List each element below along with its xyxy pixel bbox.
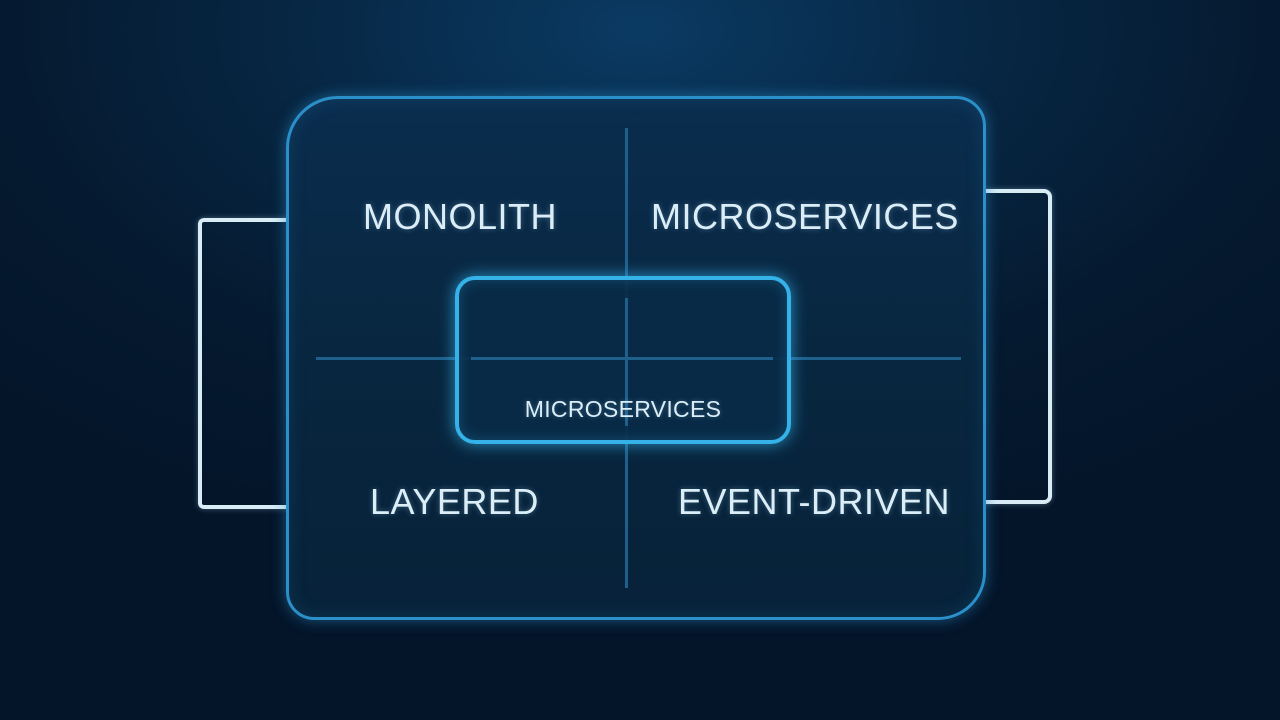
quadrant-label-top-left: MONOLITH [363,196,558,237]
center-horizontal-line [471,357,773,360]
center-label: MICROSERVICES [524,396,722,422]
quadrant-label-top-right: MICROSERVICES [651,196,959,237]
center-vertical-line [625,298,628,426]
right-bracket [978,189,1052,504]
left-bracket [198,218,302,509]
quadrant-label-bottom-right: EVENT-DRIVEN [678,481,951,522]
center-highlight-box [455,276,791,444]
quadrant-label-bottom-left: LAYERED [370,481,539,522]
